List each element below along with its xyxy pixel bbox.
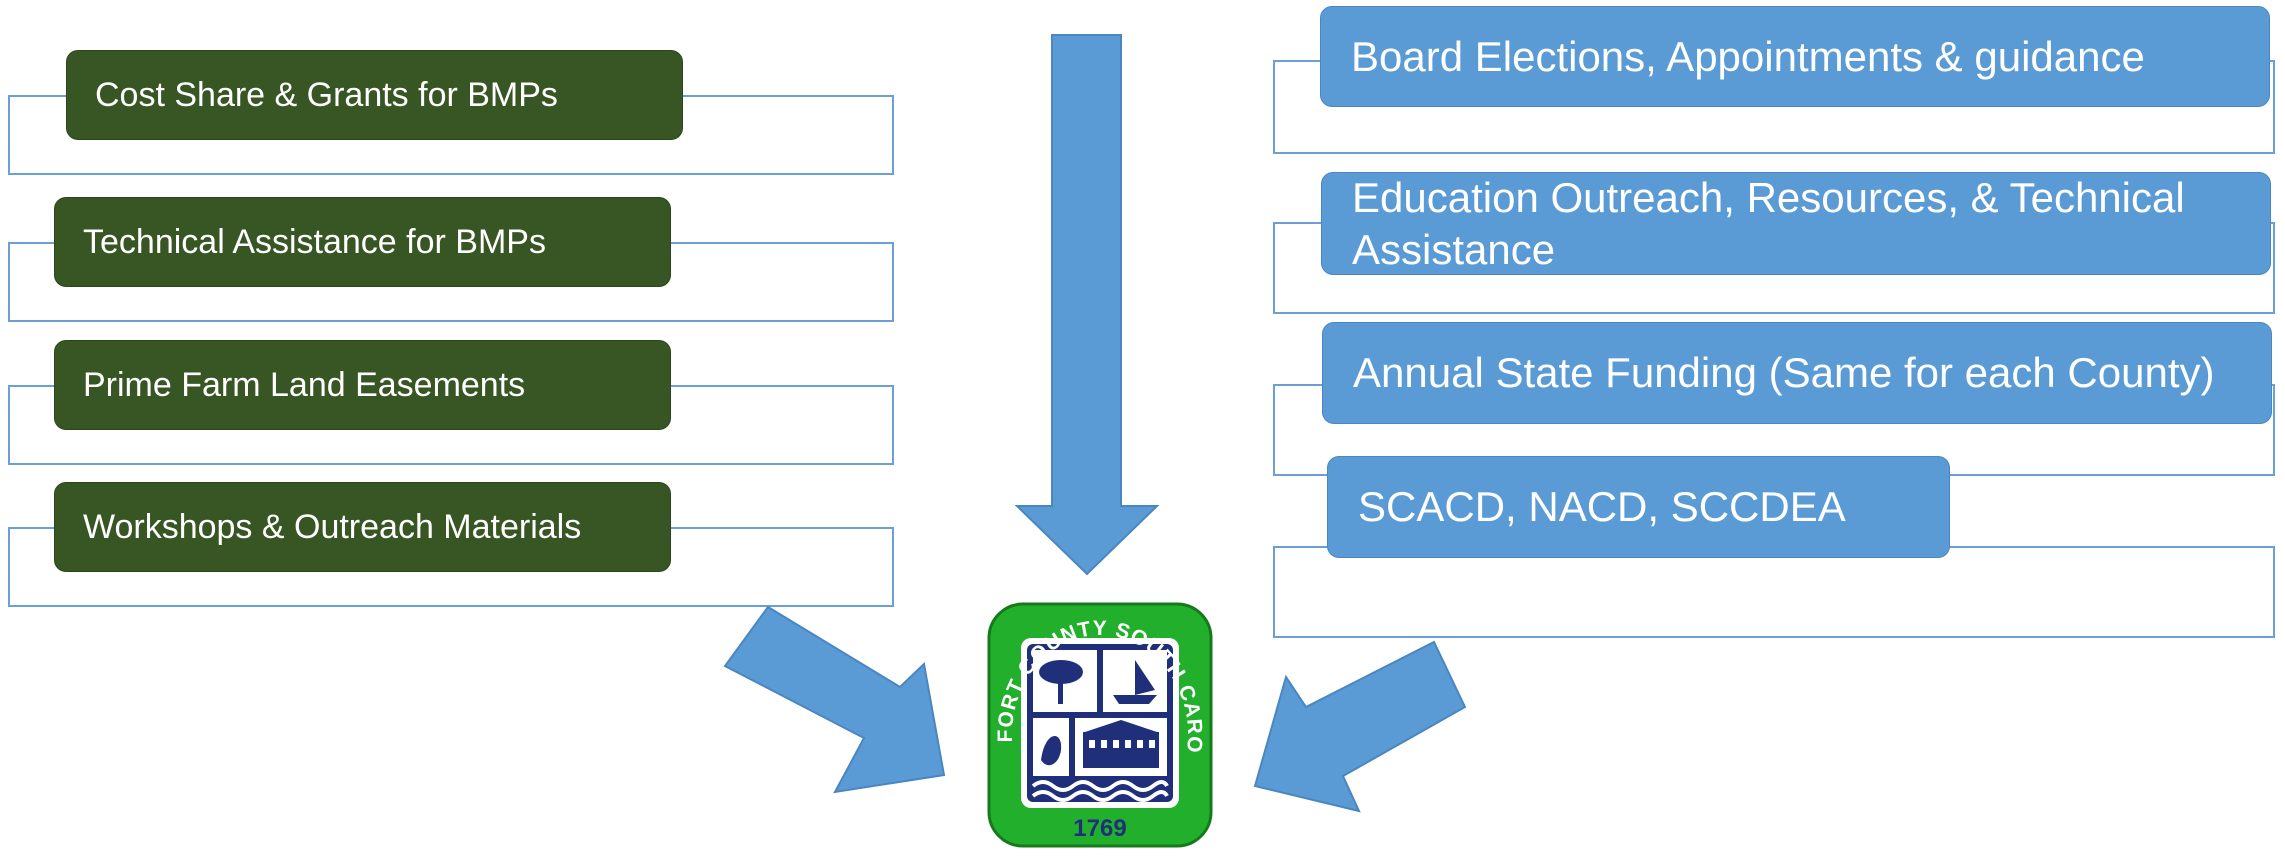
left-box-cost-share: Cost Share & Grants for BMPs: [66, 50, 683, 140]
right-box-education-outreach: Education Outreach, Resources, & Technic…: [1321, 172, 2271, 275]
right-box-label: Annual State Funding (Same for each Coun…: [1353, 349, 2215, 396]
left-box-prime-farm-land: Prime Farm Land Easements: [54, 340, 671, 430]
right-box-label: SCACD, NACD, SCCDEA: [1358, 483, 1846, 530]
arrow-diagonal-right-down-icon: [723, 605, 946, 794]
arrow-down-icon: [1014, 34, 1160, 576]
left-box-label: Prime Farm Land Easements: [83, 365, 526, 404]
right-box-label: Education Outreach, Resources, & Technic…: [1352, 173, 2185, 273]
right-box-label: Board Elections, Appointments & guidance: [1351, 32, 2145, 80]
left-box-label: Cost Share & Grants for BMPs: [95, 75, 558, 114]
seal-year: 1769: [1073, 815, 1126, 842]
left-box-technical-assistance: Technical Assistance for BMPs: [54, 197, 671, 287]
left-box-workshops: Workshops & Outreach Materials: [54, 482, 671, 572]
right-box-annual-state-funding: Annual State Funding (Same for each Coun…: [1322, 322, 2272, 424]
right-box-board-elections: Board Elections, Appointments & guidance: [1320, 6, 2270, 107]
county-seal-logo: BEAUFORT COUNTY SOUTH CAROLINA 1769: [985, 600, 1213, 848]
left-box-label: Workshops & Outreach Materials: [83, 507, 582, 546]
right-box-scacd: SCACD, NACD, SCCDEA: [1327, 456, 1950, 558]
left-box-label: Technical Assistance for BMPs: [83, 222, 546, 261]
arrow-diagonal-left-down-icon: [1253, 640, 1467, 813]
